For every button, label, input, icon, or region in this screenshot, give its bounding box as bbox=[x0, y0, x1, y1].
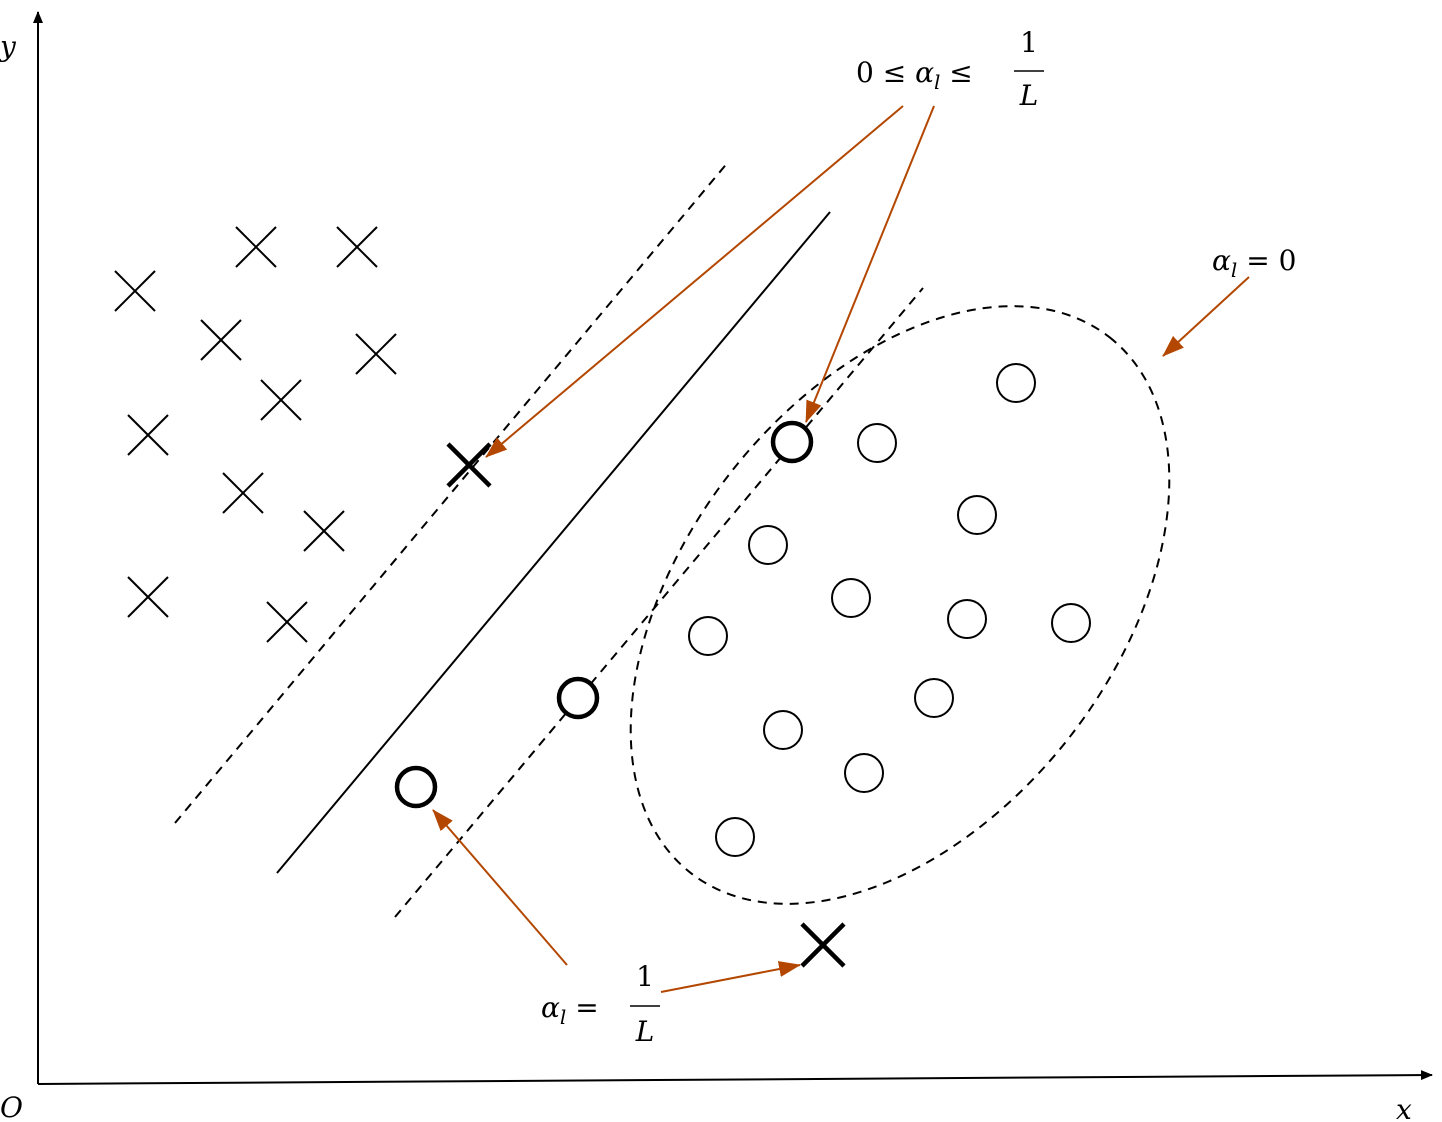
origin-label: O bbox=[0, 1091, 23, 1122]
cross-marker bbox=[260, 379, 302, 421]
circle-marker bbox=[831, 578, 871, 618]
axes: x y O bbox=[0, 11, 1433, 1122]
circle-points bbox=[394, 363, 1091, 857]
circle-marker bbox=[1051, 603, 1091, 643]
cross-marker bbox=[127, 576, 169, 618]
arrow-to-inner-circle bbox=[432, 809, 568, 966]
circle-marker bbox=[688, 616, 728, 656]
circle-marker bbox=[844, 753, 884, 793]
circle-marker bbox=[947, 599, 987, 639]
circle-marker bbox=[763, 710, 803, 750]
annotation-zero-rest: = 0 bbox=[1237, 244, 1296, 277]
annotation-zero: αl = 0 bbox=[1212, 244, 1296, 282]
annotation-bottom-eq: = bbox=[566, 991, 598, 1024]
arrow-to-margin-cross bbox=[485, 105, 904, 458]
lower-margin-line bbox=[394, 287, 924, 918]
arrow-to-outlier-cross bbox=[660, 961, 801, 993]
annotation-top: 0 ≤ αl ≤ 1 L bbox=[856, 26, 1044, 112]
circle-marker bbox=[957, 495, 997, 535]
upper-margin-line bbox=[174, 160, 730, 824]
annotation-top-sub: l bbox=[934, 70, 940, 94]
annotation-bottom-alpha: α bbox=[541, 991, 560, 1024]
cross-marker bbox=[222, 472, 264, 514]
annotation-zero-sub: l bbox=[1231, 258, 1237, 282]
arrow-to-margin-circle bbox=[805, 105, 935, 423]
cross-marker bbox=[303, 510, 345, 552]
annotation-arrows bbox=[432, 105, 1250, 993]
annotation-top-alpha: α bbox=[915, 56, 934, 89]
cross-points bbox=[114, 226, 846, 968]
annotation-top-denominator: L bbox=[1019, 79, 1039, 112]
cross-marker bbox=[336, 226, 378, 268]
cross-marker bbox=[355, 333, 397, 375]
x-axis-label: x bbox=[1396, 1093, 1412, 1122]
cross-marker bbox=[446, 442, 492, 488]
non-support-region bbox=[629, 305, 1171, 905]
annotation-top-rel: ≤ bbox=[940, 56, 972, 89]
circle-marker bbox=[715, 817, 755, 857]
cross-marker bbox=[200, 319, 242, 361]
circle-marker bbox=[914, 678, 954, 718]
annotation-bottom-denominator: L bbox=[635, 1015, 655, 1048]
circle-marker bbox=[394, 765, 438, 809]
circle-marker bbox=[996, 363, 1036, 403]
annotation-bottom-numerator: 1 bbox=[636, 960, 654, 993]
cross-marker bbox=[266, 601, 308, 643]
x-axis bbox=[37, 1070, 1433, 1085]
annotation-top-numerator: 1 bbox=[1020, 26, 1038, 59]
annotation-bottom-sub: l bbox=[560, 1005, 566, 1029]
y-axis-label: y bbox=[0, 30, 17, 63]
cross-marker bbox=[235, 226, 277, 268]
cross-marker bbox=[800, 922, 846, 968]
circle-marker bbox=[556, 676, 600, 720]
annotation-top-lhs: 0 ≤ bbox=[856, 56, 915, 89]
circle-marker bbox=[857, 423, 897, 463]
svg-text:0 ≤ αl ≤: 0 ≤ αl ≤ bbox=[856, 56, 973, 94]
cross-marker bbox=[127, 414, 169, 456]
arrow-to-ellipse bbox=[1162, 276, 1250, 357]
circle-marker bbox=[748, 525, 788, 565]
svg-text:αl =: αl = bbox=[541, 991, 599, 1029]
separating-hyperplane bbox=[276, 211, 831, 874]
annotation-zero-alpha: α bbox=[1212, 244, 1231, 277]
annotation-bottom: αl = 1 L bbox=[541, 960, 660, 1048]
cross-marker bbox=[114, 270, 156, 312]
hyperplanes bbox=[174, 160, 924, 918]
circle-marker bbox=[770, 420, 814, 464]
svg-text:αl = 0: αl = 0 bbox=[1212, 244, 1296, 282]
